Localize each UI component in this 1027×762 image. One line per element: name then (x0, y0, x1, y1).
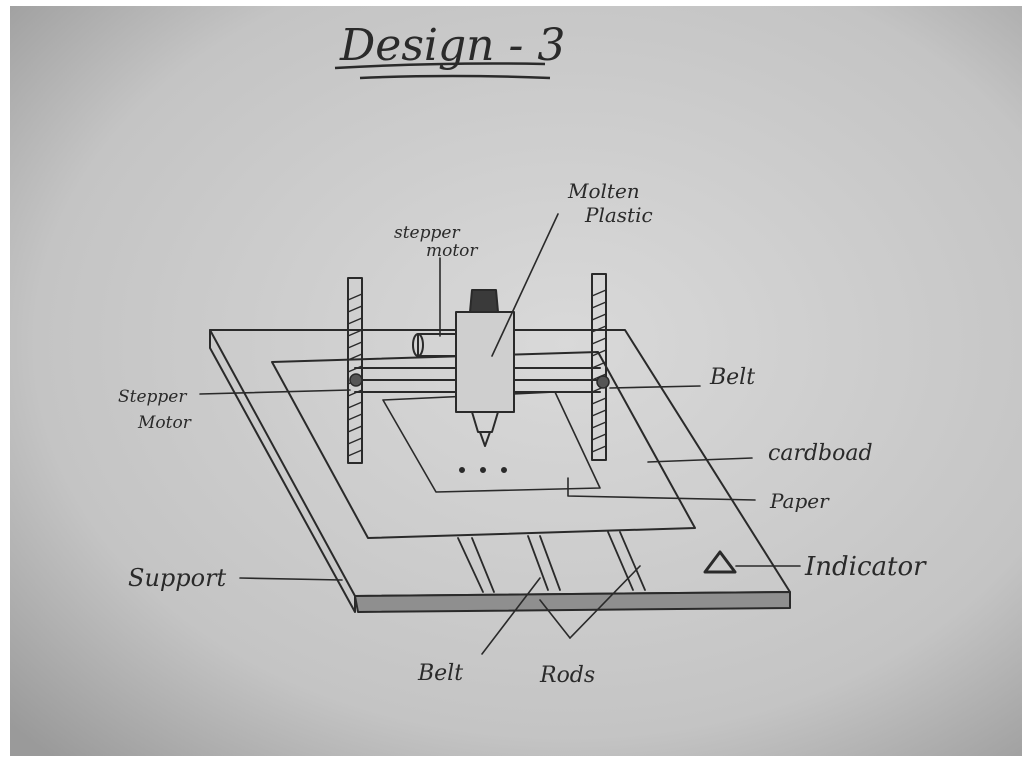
label-cardboard: cardboad (768, 441, 873, 466)
label-molten: Molten (567, 179, 640, 203)
label-support: Support (128, 564, 227, 592)
label-stepper-top-2: motor (426, 241, 478, 261)
label-stepper-left-2: Motor (137, 413, 192, 433)
filament-hopper (470, 290, 498, 312)
label-stepper-top-1: stepper (394, 223, 460, 243)
extruded-dot-2 (481, 468, 486, 473)
extruded-dot-3 (502, 468, 507, 473)
label-belt-bottom: Belt (417, 661, 463, 686)
extruded-dot-1 (460, 468, 465, 473)
label-rods: Rods (539, 663, 595, 688)
label-stepper-left-1: Stepper (118, 387, 187, 407)
label-plastic: Plastic (584, 203, 653, 227)
label-belt-right: Belt (709, 365, 755, 390)
left-stepper-motor (350, 374, 362, 386)
belt-pulley (597, 376, 609, 388)
label-paper: Paper (769, 489, 830, 513)
label-indicator: Indicator (804, 552, 927, 582)
support-board-front-edge (355, 592, 790, 612)
